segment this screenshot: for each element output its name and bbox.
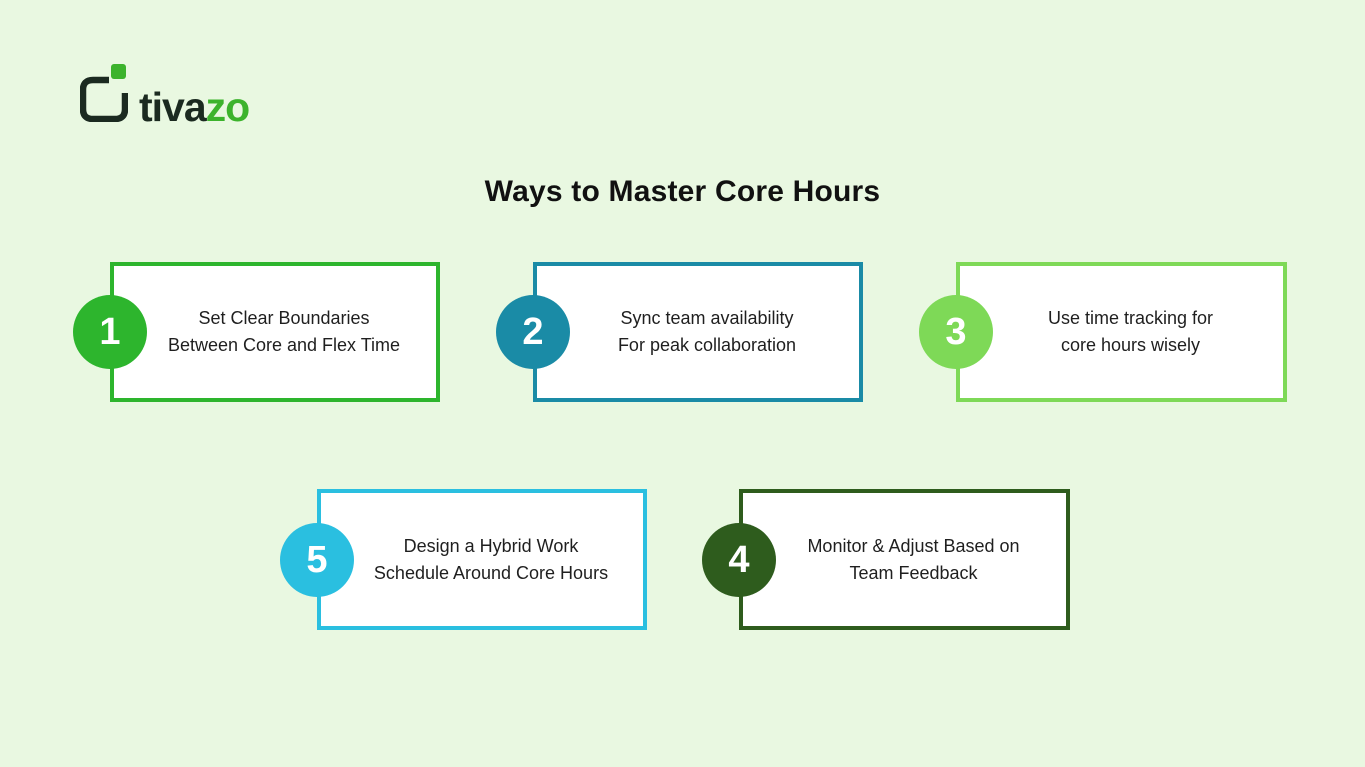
step-5-text: Design a Hybrid Work Schedule Around Cor… [346,533,618,587]
step-2-text-line-2: For peak collaboration [617,335,797,355]
step-2-number: 2 [522,311,544,353]
logo-text-primary: tiva [139,84,207,130]
step-4-text: Monitor & Adjust Based on Team Feedback [779,533,1029,587]
tivazo-logo-wordmark: tivazo [139,87,250,128]
step-5-number: 5 [306,538,328,581]
tivazo-logo-icon [80,64,128,122]
step-card-1: 1 Set Clear Boundaries Between Core and … [73,262,440,402]
step-1-text-line-2: Between Core and Flex Time [167,335,401,355]
tivazo-logo: tivazo [80,64,250,128]
page-title: Ways to Master Core Hours [484,175,881,208]
step-2-text-line-1: Sync team availability [620,308,794,328]
step-3-number: 3 [945,311,967,353]
step-2-number-badge: 2 [496,295,570,369]
step-card-3: 3 Use time tracking for core hours wisel… [919,262,1287,402]
step-1-text: Set Clear Boundaries Between Core and Fl… [140,305,410,359]
step-3-number-badge: 3 [919,295,993,369]
step-4-text-line-2: Team Feedback [849,562,978,583]
step-3-text: Use time tracking for core hours wisely [1020,305,1223,359]
step-4-number: 4 [728,538,750,581]
step-5-text-line-1: Design a Hybrid Work [403,535,579,556]
step-card-5: 5 Design a Hybrid Work Schedule Around C… [280,489,647,630]
step-card-4: 4 Monitor & Adjust Based on Team Feedbac… [702,489,1070,630]
step-card-2: 2 Sync team availability For peak collab… [496,262,863,402]
step-1-number: 1 [99,311,121,353]
step-3-text-line-2: core hours wisely [1060,335,1201,355]
step-4-text-line-1: Monitor & Adjust Based on [807,535,1020,556]
step-3-text-line-1: Use time tracking for [1047,308,1214,328]
step-4-number-badge: 4 [702,522,776,597]
step-1-text-line-1: Set Clear Boundaries [198,308,370,328]
step-1-number-badge: 1 [73,295,147,369]
step-5-number-badge: 5 [280,522,354,597]
step-5-text-line-2: Schedule Around Core Hours [373,562,609,583]
step-2-text: Sync team availability For peak collabor… [590,305,806,359]
logo-text-accent: zo [205,84,251,130]
